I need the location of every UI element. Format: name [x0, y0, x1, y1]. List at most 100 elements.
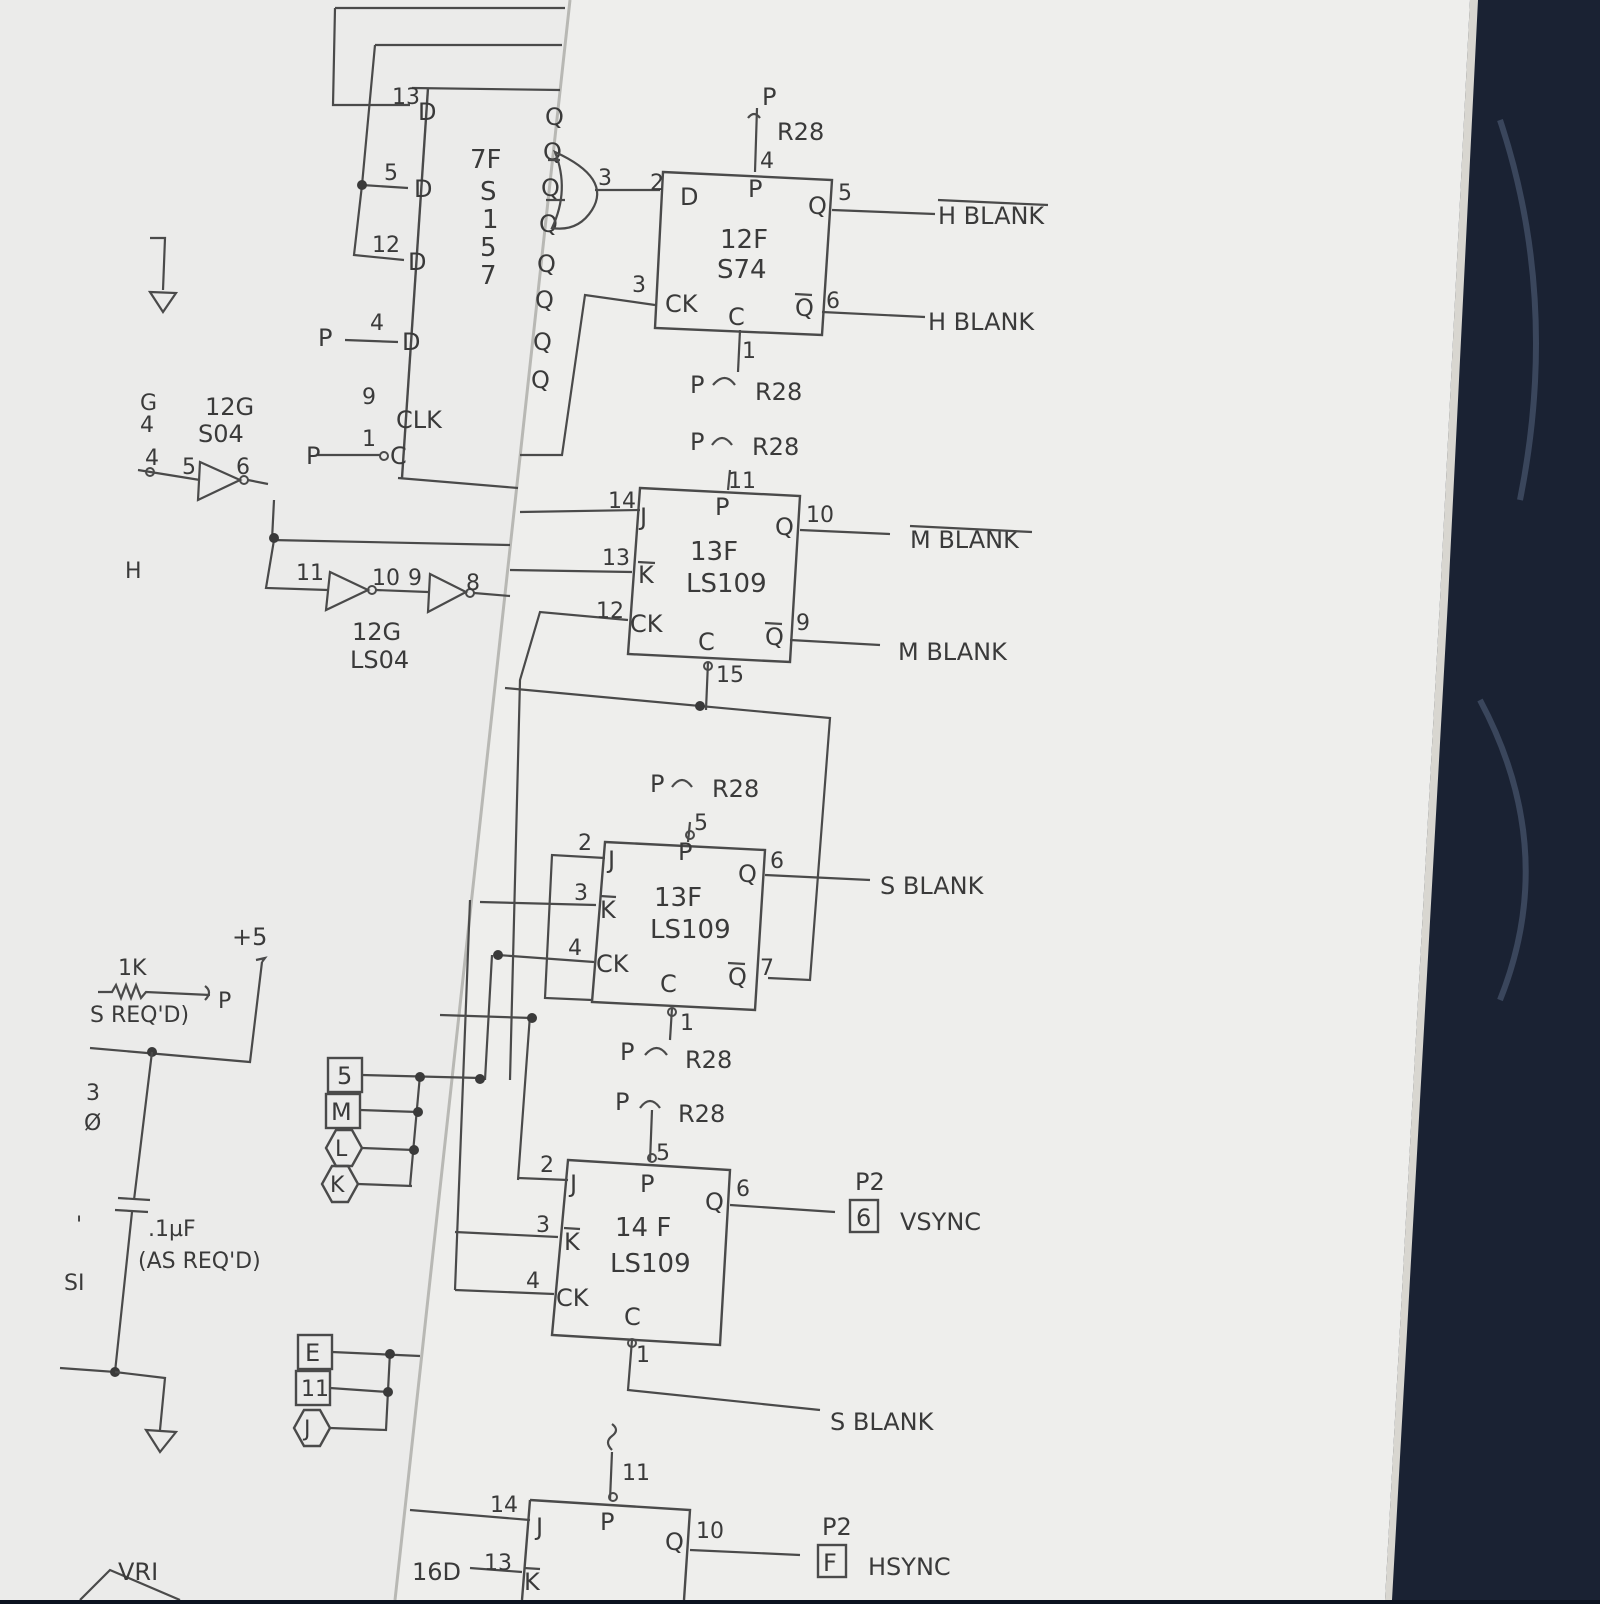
svg-text:P: P [218, 989, 231, 1014]
mux-clk: CLK [396, 406, 443, 434]
svg-text:Q: Q [535, 286, 554, 314]
svg-text:3: 3 [536, 1213, 550, 1238]
inv-top-type: S04 [198, 420, 244, 448]
svg-text:3: 3 [86, 1081, 100, 1106]
svg-text:Q: Q [728, 963, 747, 991]
cap-note: (AS REQ'D) [138, 1249, 261, 1274]
signal-sblank-2: S BLANK [830, 1408, 935, 1436]
chip-13f-b-type: LS109 [650, 915, 731, 945]
chip-14f: P R28 5 2 J P Q 6 3 K 14 F LS109 4 CK C … [454, 1088, 836, 1412]
vsync-pin: 6 [856, 1204, 871, 1232]
svg-text:6: 6 [826, 289, 840, 314]
svg-text:J: J [534, 1513, 543, 1541]
cap-value: .1µF [148, 1217, 196, 1242]
chip-7f-type-2: 5 [480, 233, 497, 263]
svg-text:14: 14 [490, 1493, 518, 1518]
svg-text:K: K [638, 561, 655, 589]
pin-4: 4 [370, 311, 384, 336]
svg-text:CK: CK [596, 950, 630, 978]
signal-mblank: M BLANK [898, 638, 1008, 666]
svg-text:3: 3 [632, 273, 646, 298]
svg-text:D: D [680, 183, 698, 211]
pin-13: 13 [392, 85, 420, 110]
svg-text:': ' [76, 1213, 82, 1238]
svg-text:Q: Q [531, 366, 550, 394]
chip-13f-a-ref: 13F [690, 537, 738, 567]
chip-bottom: 11 14 J P Q 10 13 K 16D [409, 1423, 801, 1601]
sreqd-note: S REQ'D) [90, 1003, 189, 1028]
mux-d2: D [414, 175, 432, 203]
svg-text:Q: Q [537, 250, 556, 278]
chip-12f-type: S74 [717, 255, 767, 285]
svg-text:5: 5 [838, 181, 852, 206]
mblank-overbar [909, 524, 1033, 534]
svg-text:P: P [715, 493, 729, 521]
svg-text:P: P [650, 770, 664, 798]
svg-text:C: C [698, 628, 715, 656]
hsync-pin: F [823, 1549, 837, 1577]
svg-text:10: 10 [806, 503, 834, 528]
chip-7f: 13 D 5 D 12 D 4 D P 9 CLK 1 C P 7F S 1 5… [306, 6, 565, 490]
svg-text:3: 3 [574, 881, 588, 906]
svg-text:6: 6 [236, 455, 250, 480]
svg-text:P: P [690, 428, 704, 456]
chip-13f-b: P R28 5 2 J P Q 6 3 K 13F LS109 4 CK C Q… [479, 770, 871, 1074]
pin-1: 1 [362, 427, 376, 452]
hblank-overbar [937, 198, 1049, 207]
or-out-pin: 3 [598, 166, 612, 191]
inv-mid-type: LS04 [350, 646, 409, 674]
svg-text:4: 4 [140, 413, 154, 438]
power-plus5: +5 [232, 923, 267, 951]
14f-r28: R28 [678, 1100, 725, 1128]
svg-text:SI: SI [64, 1271, 84, 1296]
left-label-h: H [125, 559, 142, 584]
svg-text:1: 1 [636, 1343, 650, 1368]
hsync-pin-box [816, 1543, 848, 1579]
svg-text:CK: CK [665, 290, 699, 318]
feedback-wire [504, 686, 832, 982]
svg-text:CK: CK [630, 610, 664, 638]
conn-l: L [335, 1137, 348, 1162]
chip-7f-type-3: 7 [480, 261, 497, 291]
svg-text:4: 4 [568, 936, 582, 961]
chip-14f-type: LS109 [610, 1249, 691, 1279]
svg-text:2: 2 [540, 1153, 554, 1178]
inverter-12g-s04: G 4 4 12G S04 5 6 [137, 391, 269, 502]
svg-text:Q: Q [665, 1528, 684, 1556]
chip-12f: P R28 4 2 D P Q 5 12F S74 3 CK C Q 6 1 P… [520, 83, 936, 457]
svg-text:Q: Q [808, 192, 827, 220]
svg-text:Q: Q [545, 103, 564, 131]
signal-hsync: HSYNC [868, 1553, 951, 1581]
svg-text:K: K [600, 896, 617, 924]
svg-text:K: K [564, 1228, 581, 1256]
inv-mid-ref: 12G [352, 618, 401, 646]
chip-13f-b-ref: 13F [654, 883, 702, 913]
svg-text:Q: Q [765, 623, 784, 651]
inverter-12g-ls04: 11 10 9 8 12G LS04 [264, 499, 511, 674]
svg-text:J: J [638, 503, 647, 531]
signal-p2-a: P2 [855, 1168, 885, 1196]
mux-d4: D [402, 328, 420, 356]
svg-text:7: 7 [760, 956, 774, 981]
svg-text:Q: Q [705, 1188, 724, 1216]
svg-text:P: P [678, 838, 692, 866]
svg-text:1: 1 [680, 1011, 694, 1036]
conn-k: K [330, 1173, 345, 1198]
svg-text:6: 6 [770, 849, 784, 874]
svg-text:10: 10 [372, 566, 400, 591]
svg-text:Q: Q [533, 328, 552, 356]
right-page [395, 0, 1470, 1600]
pin-9: 9 [362, 385, 376, 410]
svg-text:13: 13 [484, 1551, 512, 1576]
or-gate: 3 [546, 149, 660, 230]
svg-text:P: P [762, 83, 776, 111]
svg-text:Q: Q [539, 210, 558, 238]
svg-text:Ø: Ø [84, 1111, 101, 1136]
mux-d1: D [418, 98, 436, 126]
svg-text:C: C [624, 1303, 641, 1331]
svg-text:P: P [600, 1508, 614, 1536]
svg-text:5: 5 [694, 811, 708, 836]
conn-e: E [305, 1339, 320, 1367]
page-fold [393, 0, 572, 1601]
